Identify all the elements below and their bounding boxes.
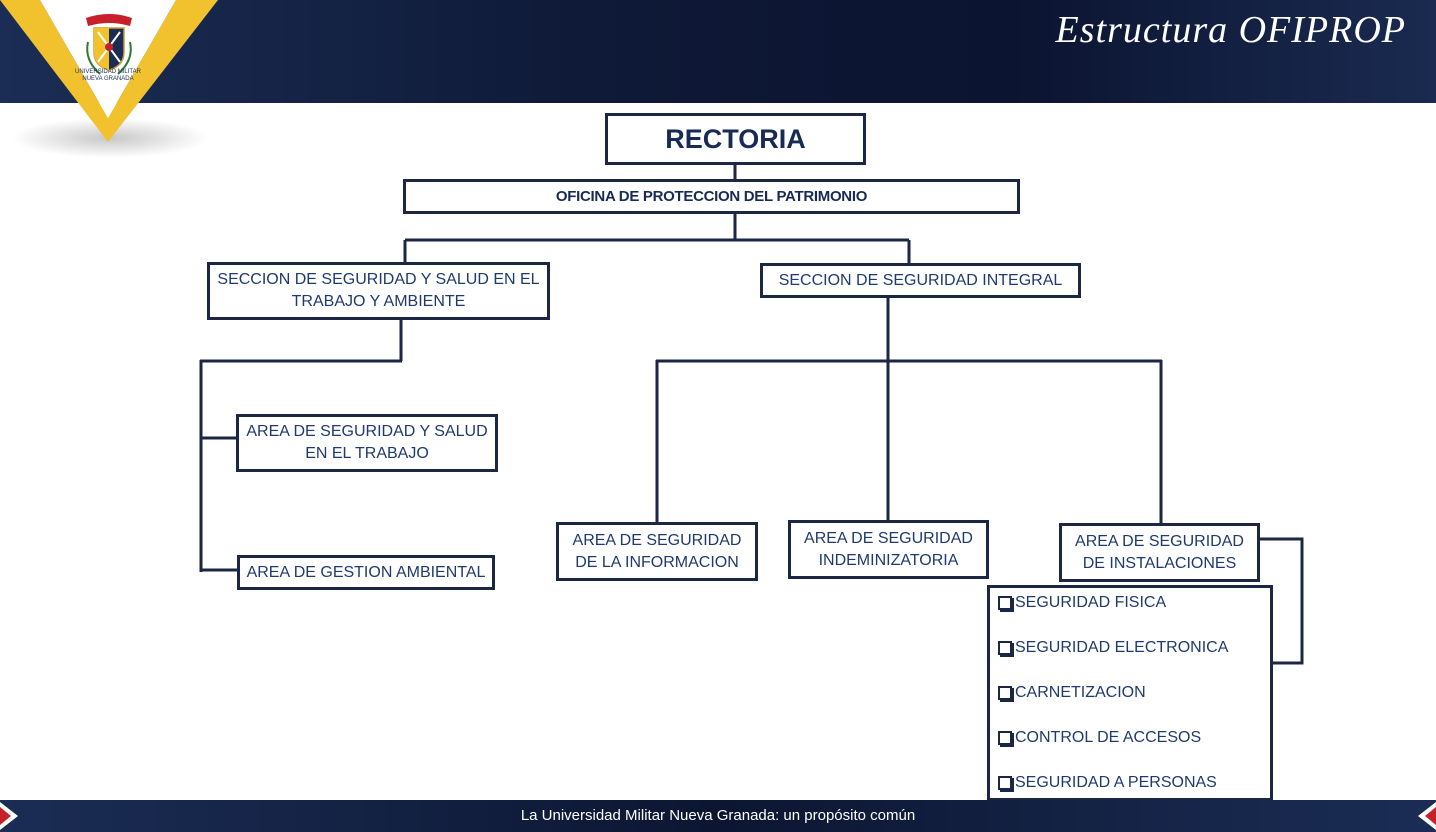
checkbox-bullet-icon [998, 776, 1012, 790]
list-item: CARNETIZACION [998, 684, 1146, 702]
area-informacion-line1: AREA DE SEGURIDAD [572, 531, 742, 549]
header-bar: Estructura OFIPROP [0, 0, 1436, 103]
next-slide-arrow-icon[interactable] [0, 800, 20, 832]
area-sst-line1: AREA DE SEGURIDAD Y SALUD [246, 423, 488, 440]
area-instalaciones-line1: AREA DE SEGURIDAD [1075, 532, 1244, 550]
seccion-sst-box: SECCION DE SEGURIDAD Y SALUD EN EL TRABA… [207, 262, 550, 320]
checkbox-bullet-icon [998, 686, 1012, 700]
list-item: CONTROL DE ACCESOS [998, 729, 1201, 747]
seccion-integral-box: SECCION DE SEGURIDAD INTEGRAL [760, 263, 1081, 298]
area-sst-box: AREA DE SEGURIDAD Y SALUD EN EL TRABAJO [236, 414, 498, 472]
area-instalaciones-line2: DE INSTALACIONES [1082, 554, 1237, 572]
list-item: SEGURIDAD A PERSONAS [998, 774, 1217, 792]
instalaciones-list: SEGURIDAD FISICA SEGURIDAD ELECTRONICA C… [987, 585, 1273, 801]
list-item-label: SEGURIDAD A PERSONAS [1015, 774, 1217, 791]
area-informacion-line2: DE LA INFORMACION [575, 553, 739, 571]
list-item-label: SEGURIDAD FISICA [1015, 594, 1167, 611]
list-item-label: CARNETIZACION [1015, 684, 1146, 701]
area-sst-line2: EN EL TRABAJO [305, 445, 429, 462]
checkbox-bullet-icon [998, 731, 1012, 745]
university-crest-icon [86, 14, 132, 75]
area-ambiental-label: AREA DE GESTION AMBIENTAL [246, 563, 486, 581]
checkbox-bullet-icon [998, 596, 1012, 610]
seccion-integral-label: SECCION DE SEGURIDAD INTEGRAL [778, 271, 1063, 289]
page-title: Estructura OFIPROP [1055, 9, 1406, 51]
oficina-box: OFICINA DE PROTECCION DEL PATRIMONIO [403, 179, 1020, 214]
previous-slide-arrow-icon[interactable] [1416, 800, 1436, 832]
logo-text: UNIVERSIDAD MILITAR NUEVA GRANADA [75, 69, 141, 82]
footer-bar: La Universidad Militar Nueva Granada: un… [0, 800, 1436, 832]
list-item: SEGURIDAD ELECTRONICA [998, 639, 1228, 657]
seccion-sst-line1: SECCION DE SEGURIDAD Y SALUD EN EL [217, 271, 540, 288]
list-item-label: CONTROL DE ACCESOS [1015, 729, 1202, 746]
area-informacion-box: AREA DE SEGURIDAD DE LA INFORMACION [556, 522, 758, 581]
checkbox-bullet-icon [998, 641, 1012, 655]
list-item-label: SEGURIDAD ELECTRONICA [1015, 639, 1229, 656]
rectoria-box: RECTORIA [605, 113, 866, 165]
area-ambiental-box: AREA DE GESTION AMBIENTAL [237, 555, 495, 590]
area-indemnizatoria-line1: AREA DE SEGURIDAD [804, 529, 973, 547]
list-item: SEGURIDAD FISICA [998, 594, 1166, 612]
seccion-sst-line2: TRABAJO Y AMBIENTE [291, 293, 466, 310]
rectoria-label: RECTORIA [665, 124, 806, 154]
area-instalaciones-box: AREA DE SEGURIDAD DE INSTALACIONES [1059, 523, 1260, 582]
oficina-label: OFICINA DE PROTECCION DEL PATRIMONIO [555, 187, 868, 205]
area-indemnizatoria-line2: INDEMINIZATORIA [818, 551, 959, 569]
footer-text: La Universidad Militar Nueva Granada: un… [520, 807, 916, 824]
area-indemnizatoria-box: AREA DE SEGURIDAD INDEMINIZATORIA [788, 520, 989, 579]
